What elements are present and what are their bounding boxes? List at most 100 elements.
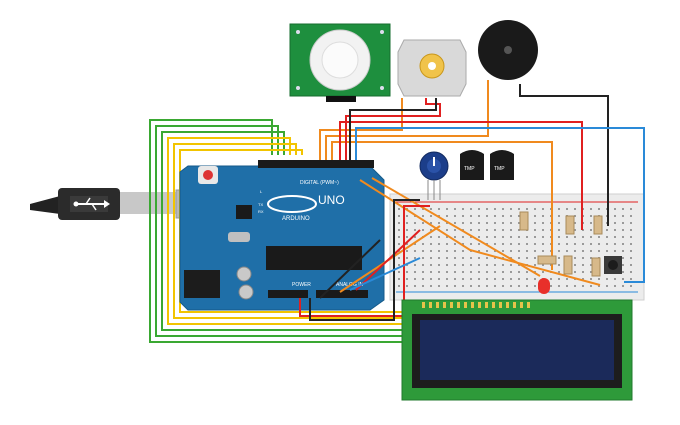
- breadboard-hole: [462, 208, 464, 210]
- digital-label: DIGITAL (PWM~): [300, 180, 339, 186]
- breadboard-hole: [558, 250, 560, 252]
- breadboard-hole: [558, 222, 560, 224]
- breadboard-hole: [622, 271, 624, 273]
- breadboard-hole: [462, 215, 464, 217]
- breadboard-hole: [502, 236, 504, 238]
- temp-sensor-1: TMP: [460, 150, 484, 180]
- breadboard-hole: [606, 250, 608, 252]
- breadboard-hole: [558, 278, 560, 280]
- breadboard-hole: [494, 229, 496, 231]
- lcd-pin: [422, 302, 425, 308]
- breadboard-hole: [502, 285, 504, 287]
- temp-sensor-2: TMP: [490, 150, 514, 180]
- breadboard-hole: [414, 236, 416, 238]
- breadboard-hole: [494, 215, 496, 217]
- breadboard-hole: [614, 229, 616, 231]
- breadboard-hole: [590, 250, 592, 252]
- breadboard-hole: [406, 257, 408, 259]
- breadboard-hole: [574, 222, 576, 224]
- breadboard-hole: [502, 264, 504, 266]
- breadboard-hole: [630, 222, 632, 224]
- breadboard-hole: [478, 257, 480, 259]
- breadboard-hole: [542, 243, 544, 245]
- power-label: POWER: [292, 282, 311, 288]
- breadboard-hole: [406, 250, 408, 252]
- breadboard-hole: [438, 285, 440, 287]
- lcd-pin: [520, 302, 523, 308]
- breadboard-hole: [430, 278, 432, 280]
- usb-icon: [73, 197, 110, 211]
- breadboard-hole: [518, 285, 520, 287]
- breadboard-hole: [430, 250, 432, 252]
- temp-sensor-1-label: TMP: [464, 166, 475, 172]
- breadboard-hole: [414, 257, 416, 259]
- breadboard-hole: [438, 264, 440, 266]
- breadboard-hole: [446, 264, 448, 266]
- lcd-pin: [492, 302, 495, 308]
- breadboard-hole: [422, 285, 424, 287]
- breadboard-hole: [534, 236, 536, 238]
- led-label-l: L: [260, 189, 263, 194]
- breadboard-hole: [462, 278, 464, 280]
- breadboard-hole: [486, 278, 488, 280]
- breadboard-hole: [558, 243, 560, 245]
- breadboard-hole: [598, 285, 600, 287]
- breadboard-hole: [622, 215, 624, 217]
- breadboard-hole: [462, 236, 464, 238]
- breadboard-hole: [510, 271, 512, 273]
- pir-sensor: [289, 23, 391, 102]
- breadboard-hole: [566, 278, 568, 280]
- breadboard-hole: [630, 208, 632, 210]
- analog-header: [316, 290, 368, 298]
- breadboard-hole: [590, 236, 592, 238]
- breadboard-hole: [398, 264, 400, 266]
- breadboard-hole: [622, 285, 624, 287]
- breadboard-hole: [622, 264, 624, 266]
- breadboard-hole: [494, 208, 496, 210]
- breadboard-hole: [534, 215, 536, 217]
- breadboard-hole: [630, 250, 632, 252]
- breadboard-hole: [622, 250, 624, 252]
- breadboard-hole: [398, 236, 400, 238]
- breadboard-hole: [598, 208, 600, 210]
- breadboard-hole: [566, 208, 568, 210]
- lcd-display: [401, 299, 633, 401]
- breadboard-hole: [590, 229, 592, 231]
- breadboard-hole: [454, 257, 456, 259]
- breadboard-hole: [430, 243, 432, 245]
- breadboard-hole: [454, 250, 456, 252]
- breadboard-hole: [510, 215, 512, 217]
- breadboard-hole: [614, 243, 616, 245]
- wire-black: [309, 84, 609, 321]
- breadboard-hole: [454, 229, 456, 231]
- breadboard-hole: [502, 243, 504, 245]
- breadboard-hole: [566, 285, 568, 287]
- breadboard-hole: [510, 243, 512, 245]
- breadboard-hole: [446, 278, 448, 280]
- breadboard-hole: [470, 229, 472, 231]
- lcd-pin: [471, 302, 474, 308]
- breadboard-hole: [542, 236, 544, 238]
- breadboard-hole: [574, 257, 576, 259]
- breadboard-hole: [438, 278, 440, 280]
- breadboard-hole: [398, 243, 400, 245]
- breadboard-hole: [518, 229, 520, 231]
- breadboard-hole: [614, 215, 616, 217]
- breadboard-hole: [494, 236, 496, 238]
- led-label-rx: RX: [258, 209, 264, 214]
- breadboard-hole: [406, 285, 408, 287]
- breadboard-hole: [630, 215, 632, 217]
- breadboard-hole: [406, 271, 408, 273]
- push-button[interactable]: [604, 256, 622, 274]
- breadboard-hole: [566, 236, 568, 238]
- breadboard-hole: [478, 264, 480, 266]
- breadboard-hole: [422, 243, 424, 245]
- breadboard-hole: [526, 250, 528, 252]
- breadboard-hole: [414, 264, 416, 266]
- breadboard-hole: [486, 215, 488, 217]
- breadboard-hole: [534, 243, 536, 245]
- breadboard-hole: [526, 271, 528, 273]
- breadboard-hole: [542, 229, 544, 231]
- breadboard-hole: [422, 264, 424, 266]
- breadboard-hole: [446, 236, 448, 238]
